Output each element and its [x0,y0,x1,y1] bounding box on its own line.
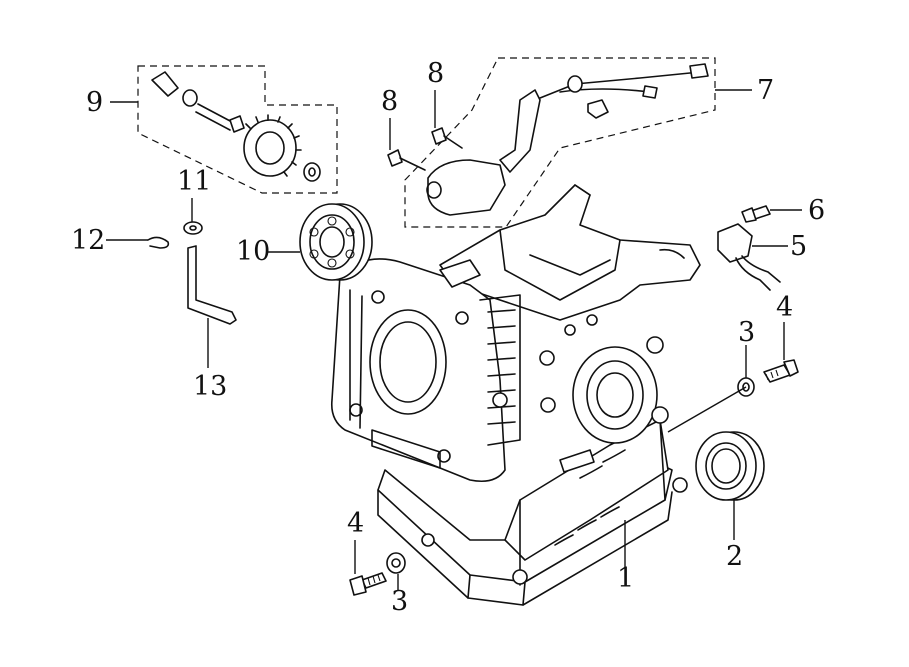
sensor-bolt-right [431,127,463,149]
callout-part-1: 1 [617,563,635,594]
washer-bottom [386,552,406,574]
callout-part-2: 2 [726,541,744,572]
oil-sensor-group-outline [404,57,716,228]
callout-part-12: 12 [71,225,106,256]
callout-part-13: 13 [193,371,228,402]
callout-part-6: 6 [808,195,826,226]
leader-lines [106,89,802,590]
oil-seal-right [695,431,765,501]
callout-part-9: 9 [86,87,104,118]
callout-part-4-bottom: 4 [347,508,365,539]
callout-part-7: 7 [757,75,775,106]
retainer-clip [147,236,170,249]
callout-part-10: 10 [236,236,271,267]
switch-bolt [741,205,771,223]
callout-part-11: 11 [177,166,212,197]
callout-part-8-right: 8 [427,58,445,89]
callout-part-3-bottom: 3 [391,586,409,617]
governor-group-outline [137,65,338,194]
governor-washer [183,221,203,235]
callout-part-4-right: 4 [776,292,794,323]
drain-bolt-bottom [349,572,387,596]
sensor-bolt-left [387,149,426,171]
callout-part-5: 5 [790,231,808,262]
drain-bolt-right [763,359,799,383]
crankcase-body [330,184,701,606]
callout-part-3-right: 3 [738,317,756,348]
callout-part-8-left: 8 [381,86,399,117]
governor-shaft-rod [187,245,237,325]
governor-gear-assembly [151,71,321,182]
oil-sensor-assembly [426,63,709,216]
oil-switch [717,223,781,291]
crank-bearing [299,203,373,281]
